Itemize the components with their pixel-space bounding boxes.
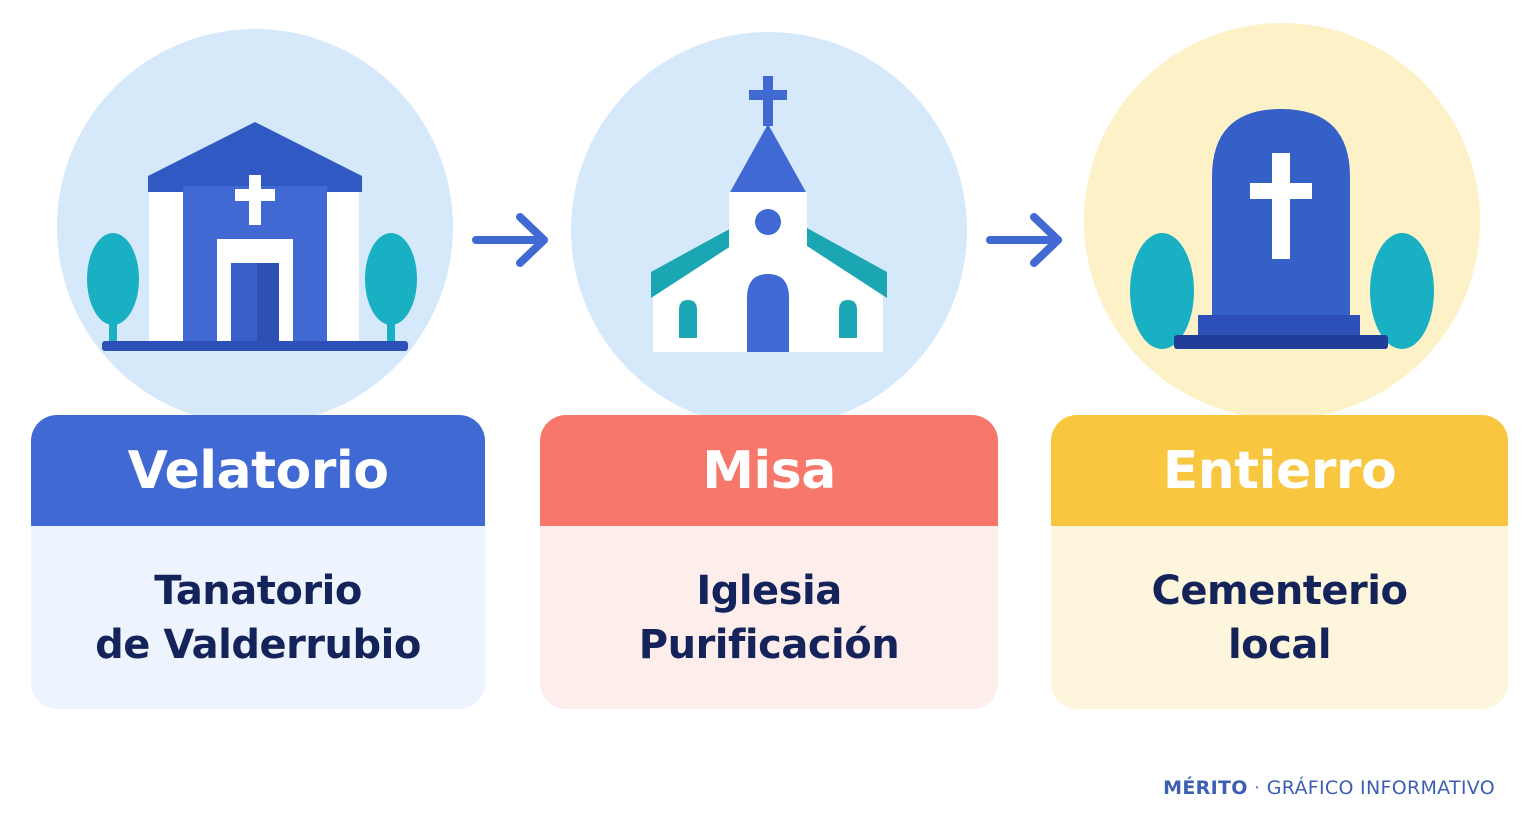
- footer-label: GRÁFICO INFORMATIVO: [1266, 777, 1495, 799]
- entierro-icon-circle: [1084, 23, 1480, 419]
- step-title: Entierro: [1051, 415, 1508, 526]
- step-place: Iglesia Purificación: [540, 526, 998, 709]
- footer-credit: MÉRITO · GRÁFICO INFORMATIVO: [1163, 777, 1495, 799]
- step-place: Cementerio local: [1051, 526, 1508, 709]
- step-place-line: Cementerio: [1151, 567, 1408, 614]
- step-title: Misa: [540, 415, 998, 526]
- misa-icon-circle: [571, 32, 967, 428]
- step-card-misa: Misa Iglesia Purificación: [540, 415, 998, 709]
- step-place-line: Purificación: [638, 621, 900, 668]
- velatorio-icon-circle: [57, 29, 453, 425]
- step-place-line: Tanatorio: [154, 567, 362, 614]
- footer-brand: MÉRITO: [1163, 777, 1248, 799]
- step-place-line: Iglesia: [696, 567, 842, 614]
- gravestone-icon: [1130, 109, 1434, 349]
- step-title: Velatorio: [31, 415, 485, 526]
- step-card-entierro: Entierro Cementerio local: [1051, 415, 1508, 709]
- funeral-home-icon: [87, 122, 417, 351]
- arrow-right-icon: [470, 207, 552, 273]
- step-place-line: local: [1227, 621, 1332, 668]
- church-icon: [651, 76, 887, 352]
- step-card-velatorio: Velatorio Tanatorio de Valderrubio: [31, 415, 485, 709]
- footer-separator: ·: [1254, 777, 1261, 799]
- step-place: Tanatorio de Valderrubio: [31, 526, 485, 709]
- step-place-line: de Valderrubio: [95, 621, 421, 668]
- arrow-right-icon: [984, 207, 1066, 273]
